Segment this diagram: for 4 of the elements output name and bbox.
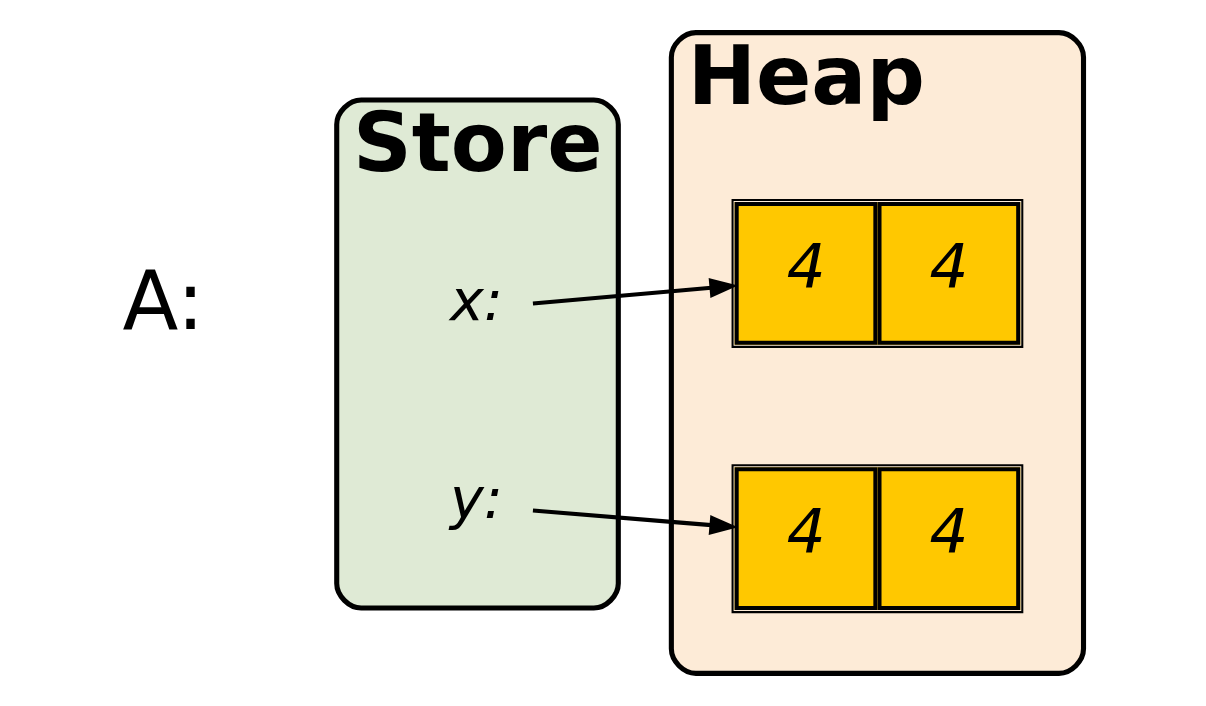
- node-text: y:: [449, 465, 504, 532]
- label: A:: [122, 252, 205, 348]
- node-text: x:: [449, 267, 504, 334]
- arrow: [532, 508, 738, 535]
